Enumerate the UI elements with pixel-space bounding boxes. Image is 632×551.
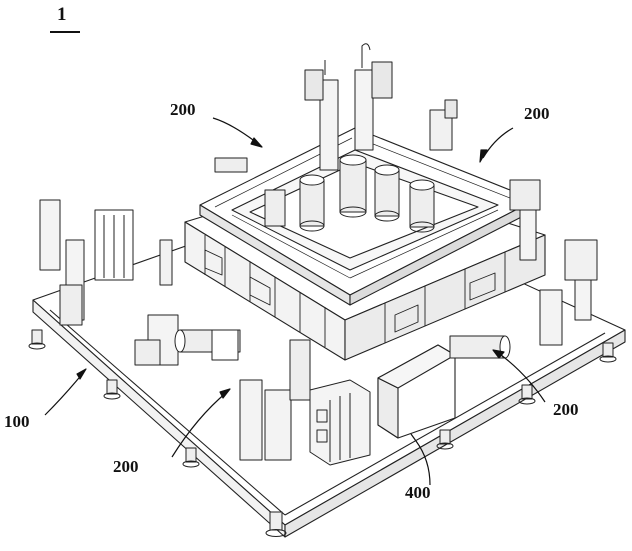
figure-number-underline bbox=[50, 31, 80, 33]
front-left-fixture bbox=[174, 329, 311, 461]
label-frame-top-left: 200 bbox=[170, 100, 196, 119]
label-frame-right: 200 bbox=[553, 400, 579, 419]
top-clamp-columns bbox=[304, 43, 458, 171]
leader-arrows bbox=[44, 117, 546, 486]
label-module: 400 bbox=[405, 483, 431, 502]
figure-number: 1 bbox=[57, 4, 67, 25]
valve-stack bbox=[309, 379, 371, 466]
label-frame-bottom: 200 bbox=[113, 457, 139, 476]
left-clamp-posts bbox=[39, 199, 179, 366]
central-frame bbox=[184, 127, 546, 361]
label-base: 100 bbox=[4, 412, 30, 431]
right-fixture bbox=[214, 157, 598, 359]
label-frame-top-right: 200 bbox=[524, 104, 550, 123]
